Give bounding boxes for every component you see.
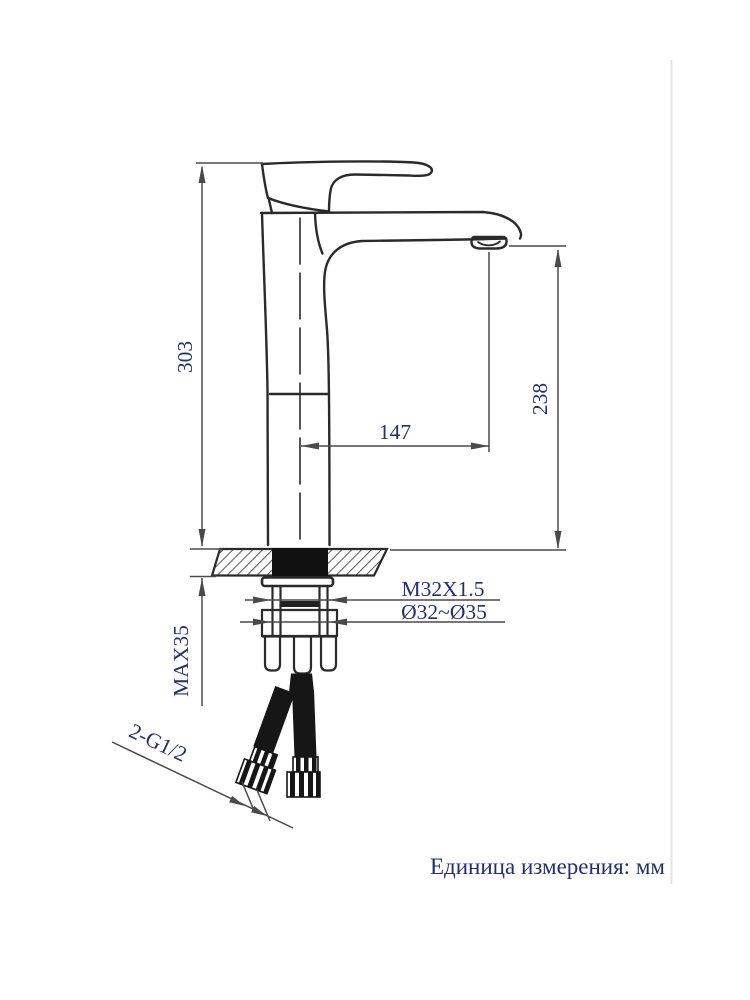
dim-total-height [190, 162, 263, 578]
dim-spout-reach [301, 442, 489, 450]
aerator [470, 235, 508, 250]
label-total-height: 303 [173, 341, 197, 373]
label-max-thickness: MAX35 [169, 625, 193, 697]
threaded-shank [271, 586, 329, 637]
units-footnote: Единица измерения: мм [430, 854, 665, 879]
label-spout-reach: 147 [379, 420, 412, 444]
faucet-outline [259, 160, 523, 547]
label-hose-thread: 2-G1/2 [125, 719, 190, 767]
washer [260, 576, 335, 588]
hose-stem [289, 673, 314, 692]
mounting-hardware [260, 576, 339, 675]
countertop-section [210, 547, 389, 577]
label-outlet-height: 238 [528, 383, 552, 415]
label-hole-diameter: Ø32~Ø35 [401, 600, 487, 624]
dim-thread [245, 596, 500, 604]
supply-hoses [234, 673, 321, 798]
hose-left [234, 686, 295, 795]
hose-right [286, 690, 321, 798]
dim-hole-diameter [240, 618, 505, 626]
hose-connector [262, 635, 338, 675]
label-thread-spec: M32X1.5 [401, 577, 484, 601]
mount-hole [272, 548, 328, 577]
faucet-body [259, 210, 523, 547]
dimensions [111, 162, 566, 829]
dim-outlet-height [390, 245, 566, 551]
dim-hose-thread [111, 741, 294, 829]
faucet-handle [260, 160, 434, 215]
dim-max-thickness [198, 578, 206, 706]
